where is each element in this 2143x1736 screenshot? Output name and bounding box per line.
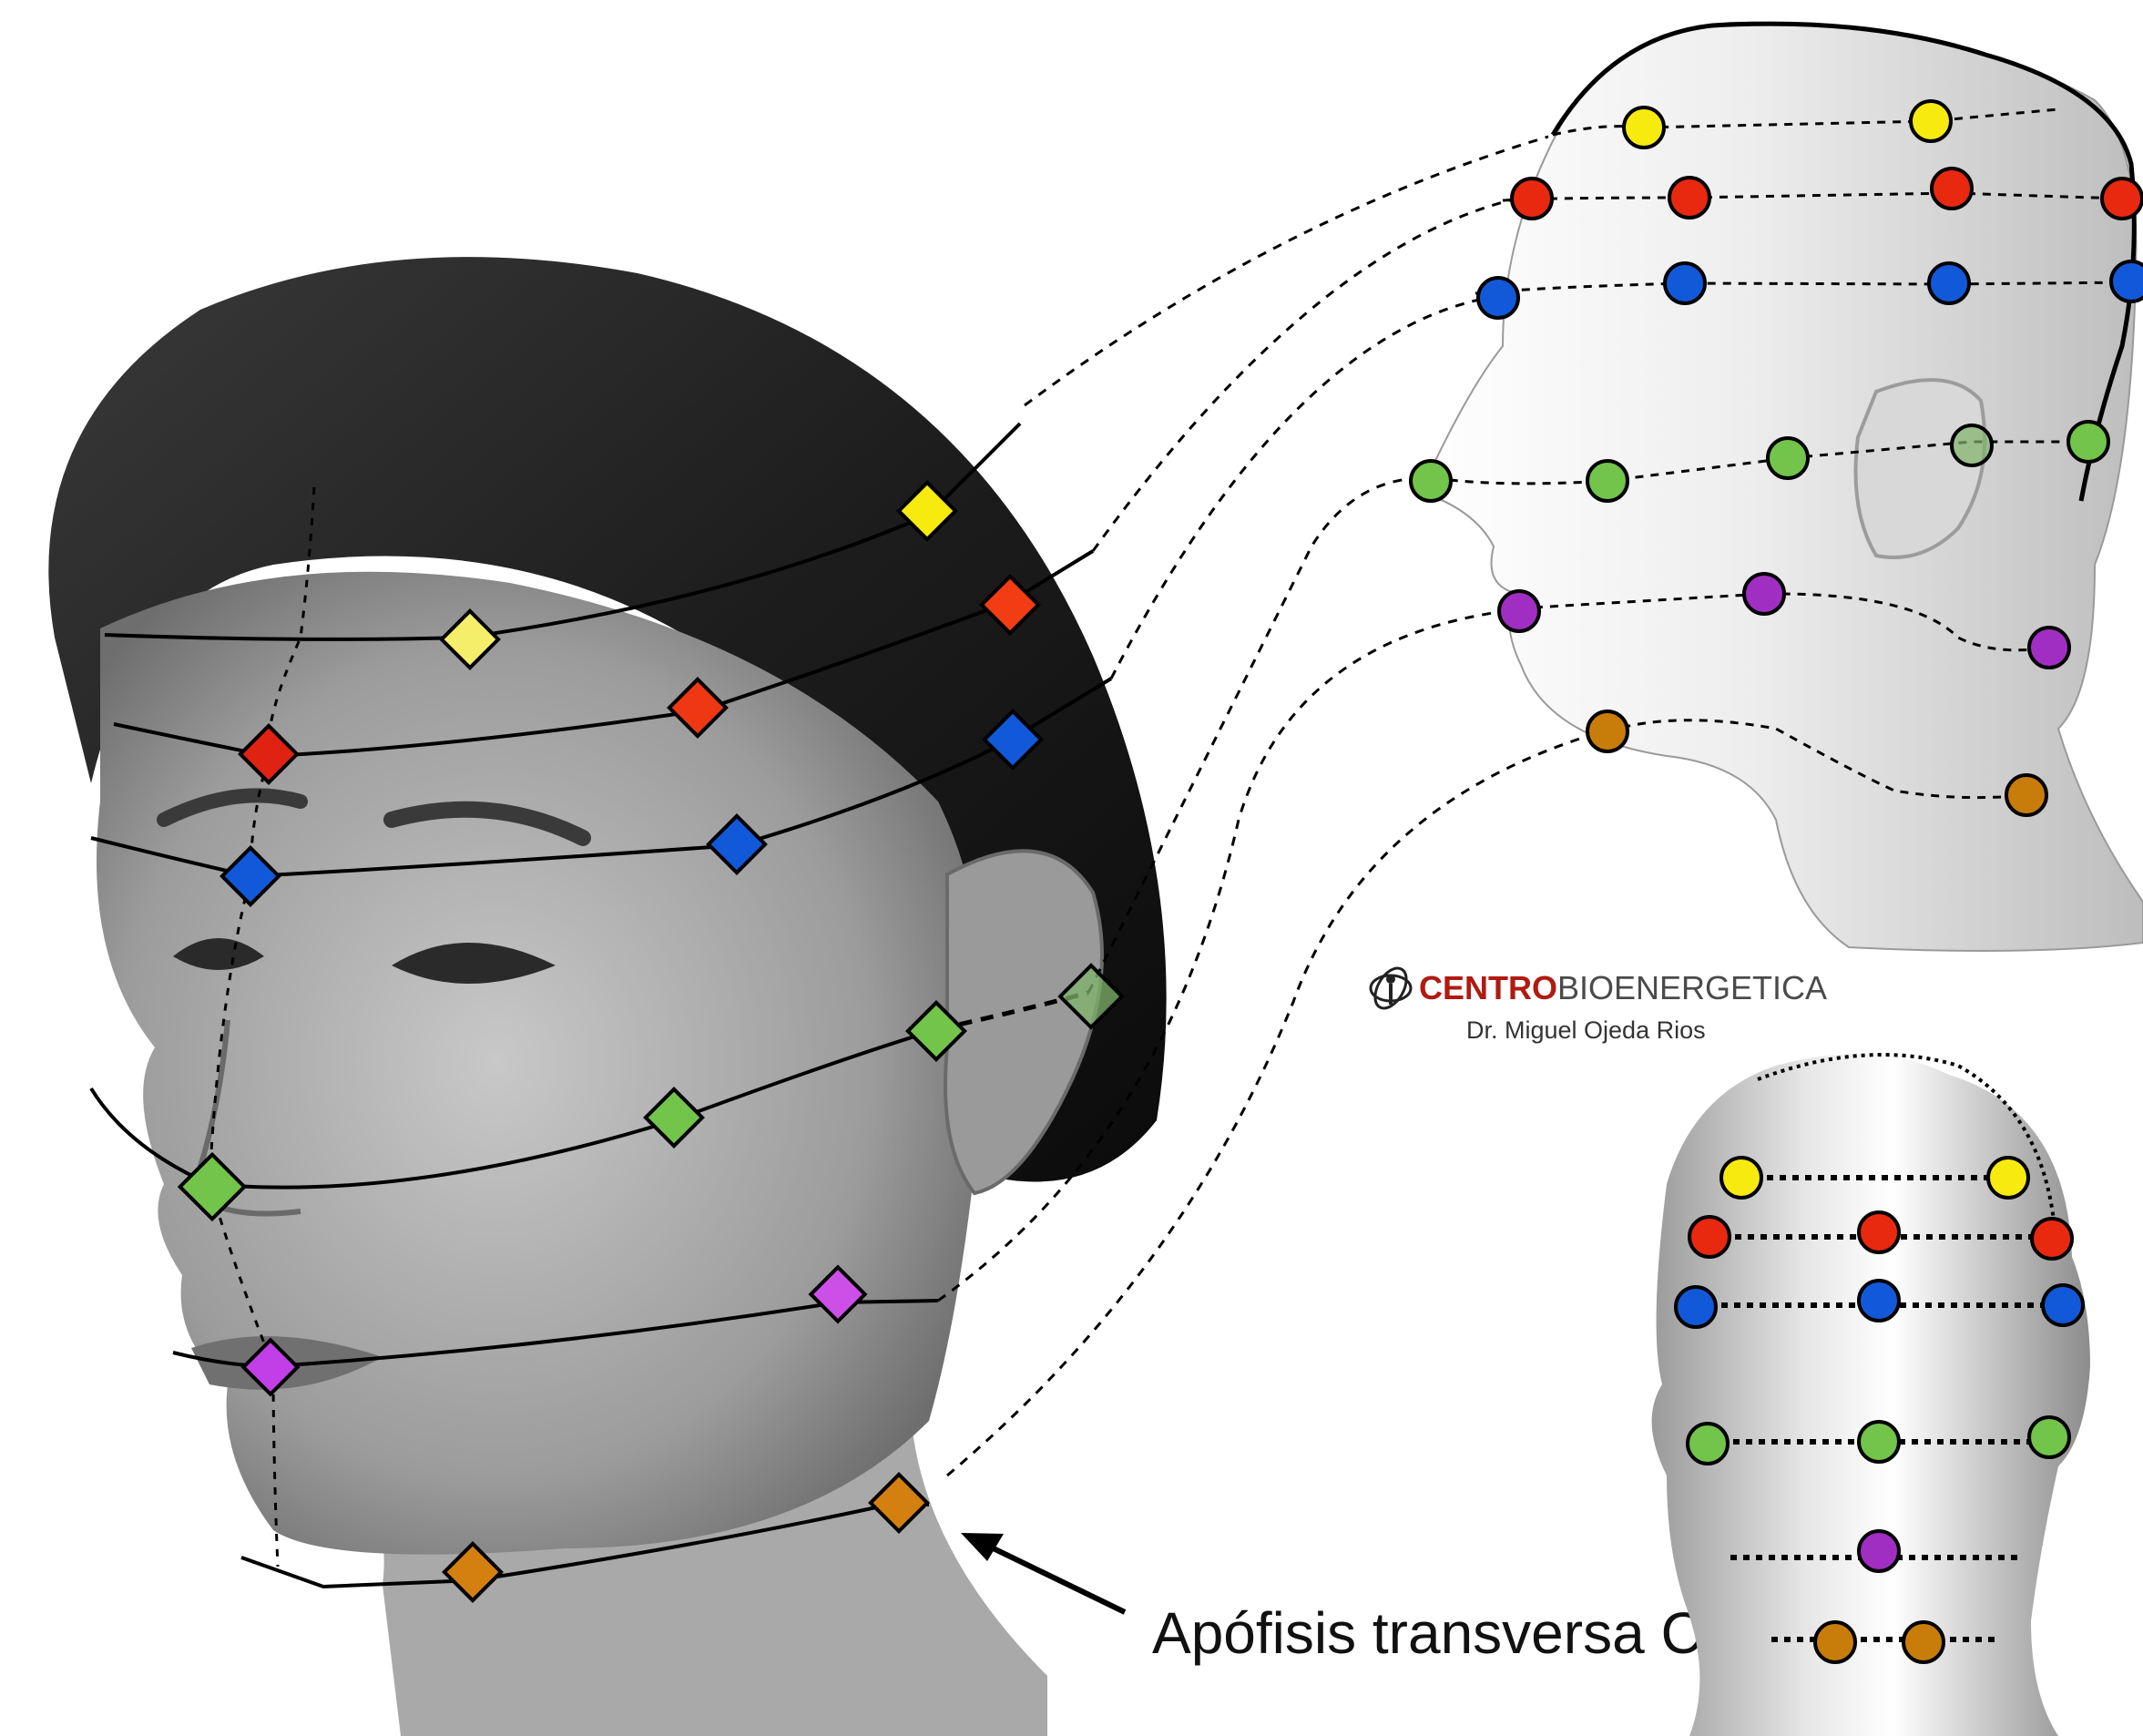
back-green-2 [1859, 1422, 1899, 1462]
side-red-3 [1932, 168, 1972, 209]
side-red-1 [1512, 179, 1552, 219]
side-purple-2 [1744, 574, 1784, 614]
back-yellow-1 [1721, 1158, 1761, 1198]
side-blue-2 [1665, 263, 1705, 303]
c4-arrow [975, 1539, 1125, 1612]
side-green-4 [1952, 425, 1992, 465]
back-head-illustration [1652, 1054, 2090, 1736]
c4-label: Apófisis transversa C4 [1152, 1600, 1735, 1666]
side-red-4 [2102, 179, 2142, 219]
brand-name-light: BIOENERGETICA [1557, 969, 1827, 1006]
side-purple-1 [1499, 591, 1539, 631]
back-purple-1 [1859, 1531, 1899, 1571]
svg-text:CENTROBIOENERGETICA: CENTROBIOENERGETICA [1419, 969, 1827, 1006]
back-orange-2 [1903, 1622, 1944, 1662]
side-green-3 [1768, 438, 1808, 478]
brand-name-bold: CENTRO [1419, 969, 1557, 1006]
side-yellow-2 [1911, 101, 1951, 141]
back-orange-1 [1815, 1622, 1855, 1662]
side-blue-1 [1478, 278, 1518, 318]
back-red-1 [1689, 1217, 1730, 1257]
back-green-3 [2029, 1417, 2069, 1457]
side-orange-2 [2006, 775, 2046, 815]
back-blue-1 [1676, 1287, 1716, 1327]
c4-arrowhead [961, 1533, 1004, 1561]
side-green-5 [2068, 422, 2108, 462]
c4-annotation: Apófisis transversa C4 [961, 1533, 1735, 1666]
face-illustration [48, 257, 1166, 1736]
back-red-2 [1859, 1212, 1899, 1252]
brand-emblem-icon [1369, 963, 1413, 1014]
back-green-1 [1688, 1424, 1728, 1464]
back-head-shape [1652, 1054, 2090, 1736]
back-blue-3 [2043, 1285, 2083, 1325]
side-orange-1 [1587, 711, 1628, 751]
side-purple-3 [2029, 628, 2069, 668]
side-blue-4 [2111, 261, 2143, 301]
brand-logo: CENTROBIOENERGETICA Dr. Miguel Ojeda Rio… [1369, 963, 1827, 1044]
connector-yellow [1025, 137, 1548, 405]
side-green-2 [1587, 461, 1628, 501]
side-green-1 [1411, 461, 1451, 501]
back-yellow-2 [1988, 1158, 2028, 1198]
brand-subtitle: Dr. Miguel Ojeda Rios [1466, 1016, 1706, 1044]
side-red-2 [1669, 178, 1709, 218]
back-blue-2 [1859, 1281, 1899, 1321]
back-red-3 [2032, 1219, 2072, 1259]
side-blue-3 [1929, 263, 1969, 303]
side-yellow-1 [1624, 107, 1664, 148]
